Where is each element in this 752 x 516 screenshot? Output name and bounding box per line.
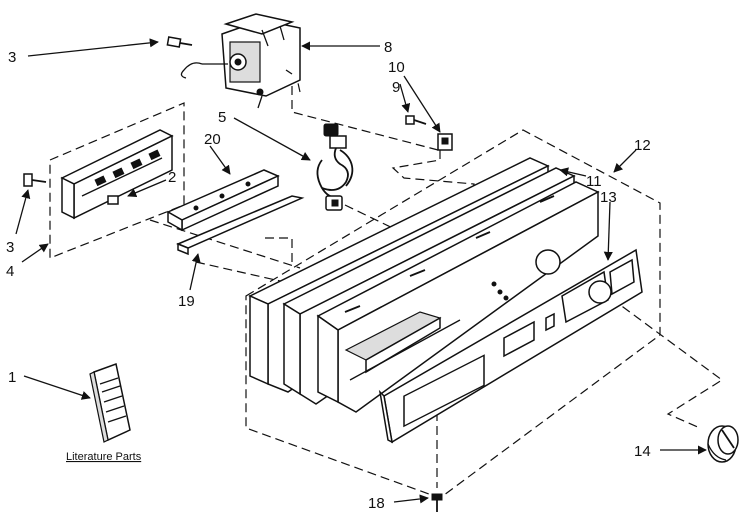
label-20: 20 bbox=[204, 131, 221, 148]
literature-caption: Literature Parts bbox=[66, 451, 142, 463]
label-9: 9 bbox=[392, 79, 400, 96]
label-13: 13 bbox=[600, 189, 617, 206]
label-1: 1 bbox=[8, 369, 16, 386]
timer-motor-part-8 bbox=[180, 13, 301, 109]
label-14: 14 bbox=[634, 443, 651, 460]
label-11: 11 bbox=[586, 173, 602, 190]
strip-part-19 bbox=[176, 195, 305, 256]
label-19: 19 bbox=[178, 293, 195, 310]
label-4: 4 bbox=[6, 263, 14, 280]
literature-booklet-part-1 bbox=[89, 363, 131, 443]
label-8: 8 bbox=[384, 39, 392, 56]
label-10: 10 bbox=[388, 59, 405, 76]
label-3-left: 3 bbox=[6, 239, 14, 256]
label-3-top: 3 bbox=[8, 49, 16, 66]
screw-part-3-top bbox=[166, 36, 193, 48]
label-5: 5 bbox=[218, 109, 226, 126]
screw-part-18 bbox=[431, 493, 443, 512]
faceplate-part-13 bbox=[378, 248, 643, 444]
label-12: 12 bbox=[634, 137, 651, 154]
bracket-part-20 bbox=[166, 169, 280, 232]
leader-lines bbox=[15, 38, 707, 504]
clip-part-10 bbox=[437, 133, 453, 151]
screw-part-3-left bbox=[23, 173, 47, 187]
callout-labels: 3 8 10 9 5 20 2 3 4 19 11 12 13 14 18 1 … bbox=[6, 39, 651, 512]
wire-harness-part-5 bbox=[316, 123, 354, 211]
knob-part-14 bbox=[707, 425, 739, 463]
label-18: 18 bbox=[368, 495, 385, 512]
control-board-part-4 bbox=[60, 129, 174, 220]
console-panel-part-11 bbox=[248, 157, 600, 413]
label-2: 2 bbox=[168, 169, 176, 186]
screw-part-9 bbox=[405, 115, 427, 125]
